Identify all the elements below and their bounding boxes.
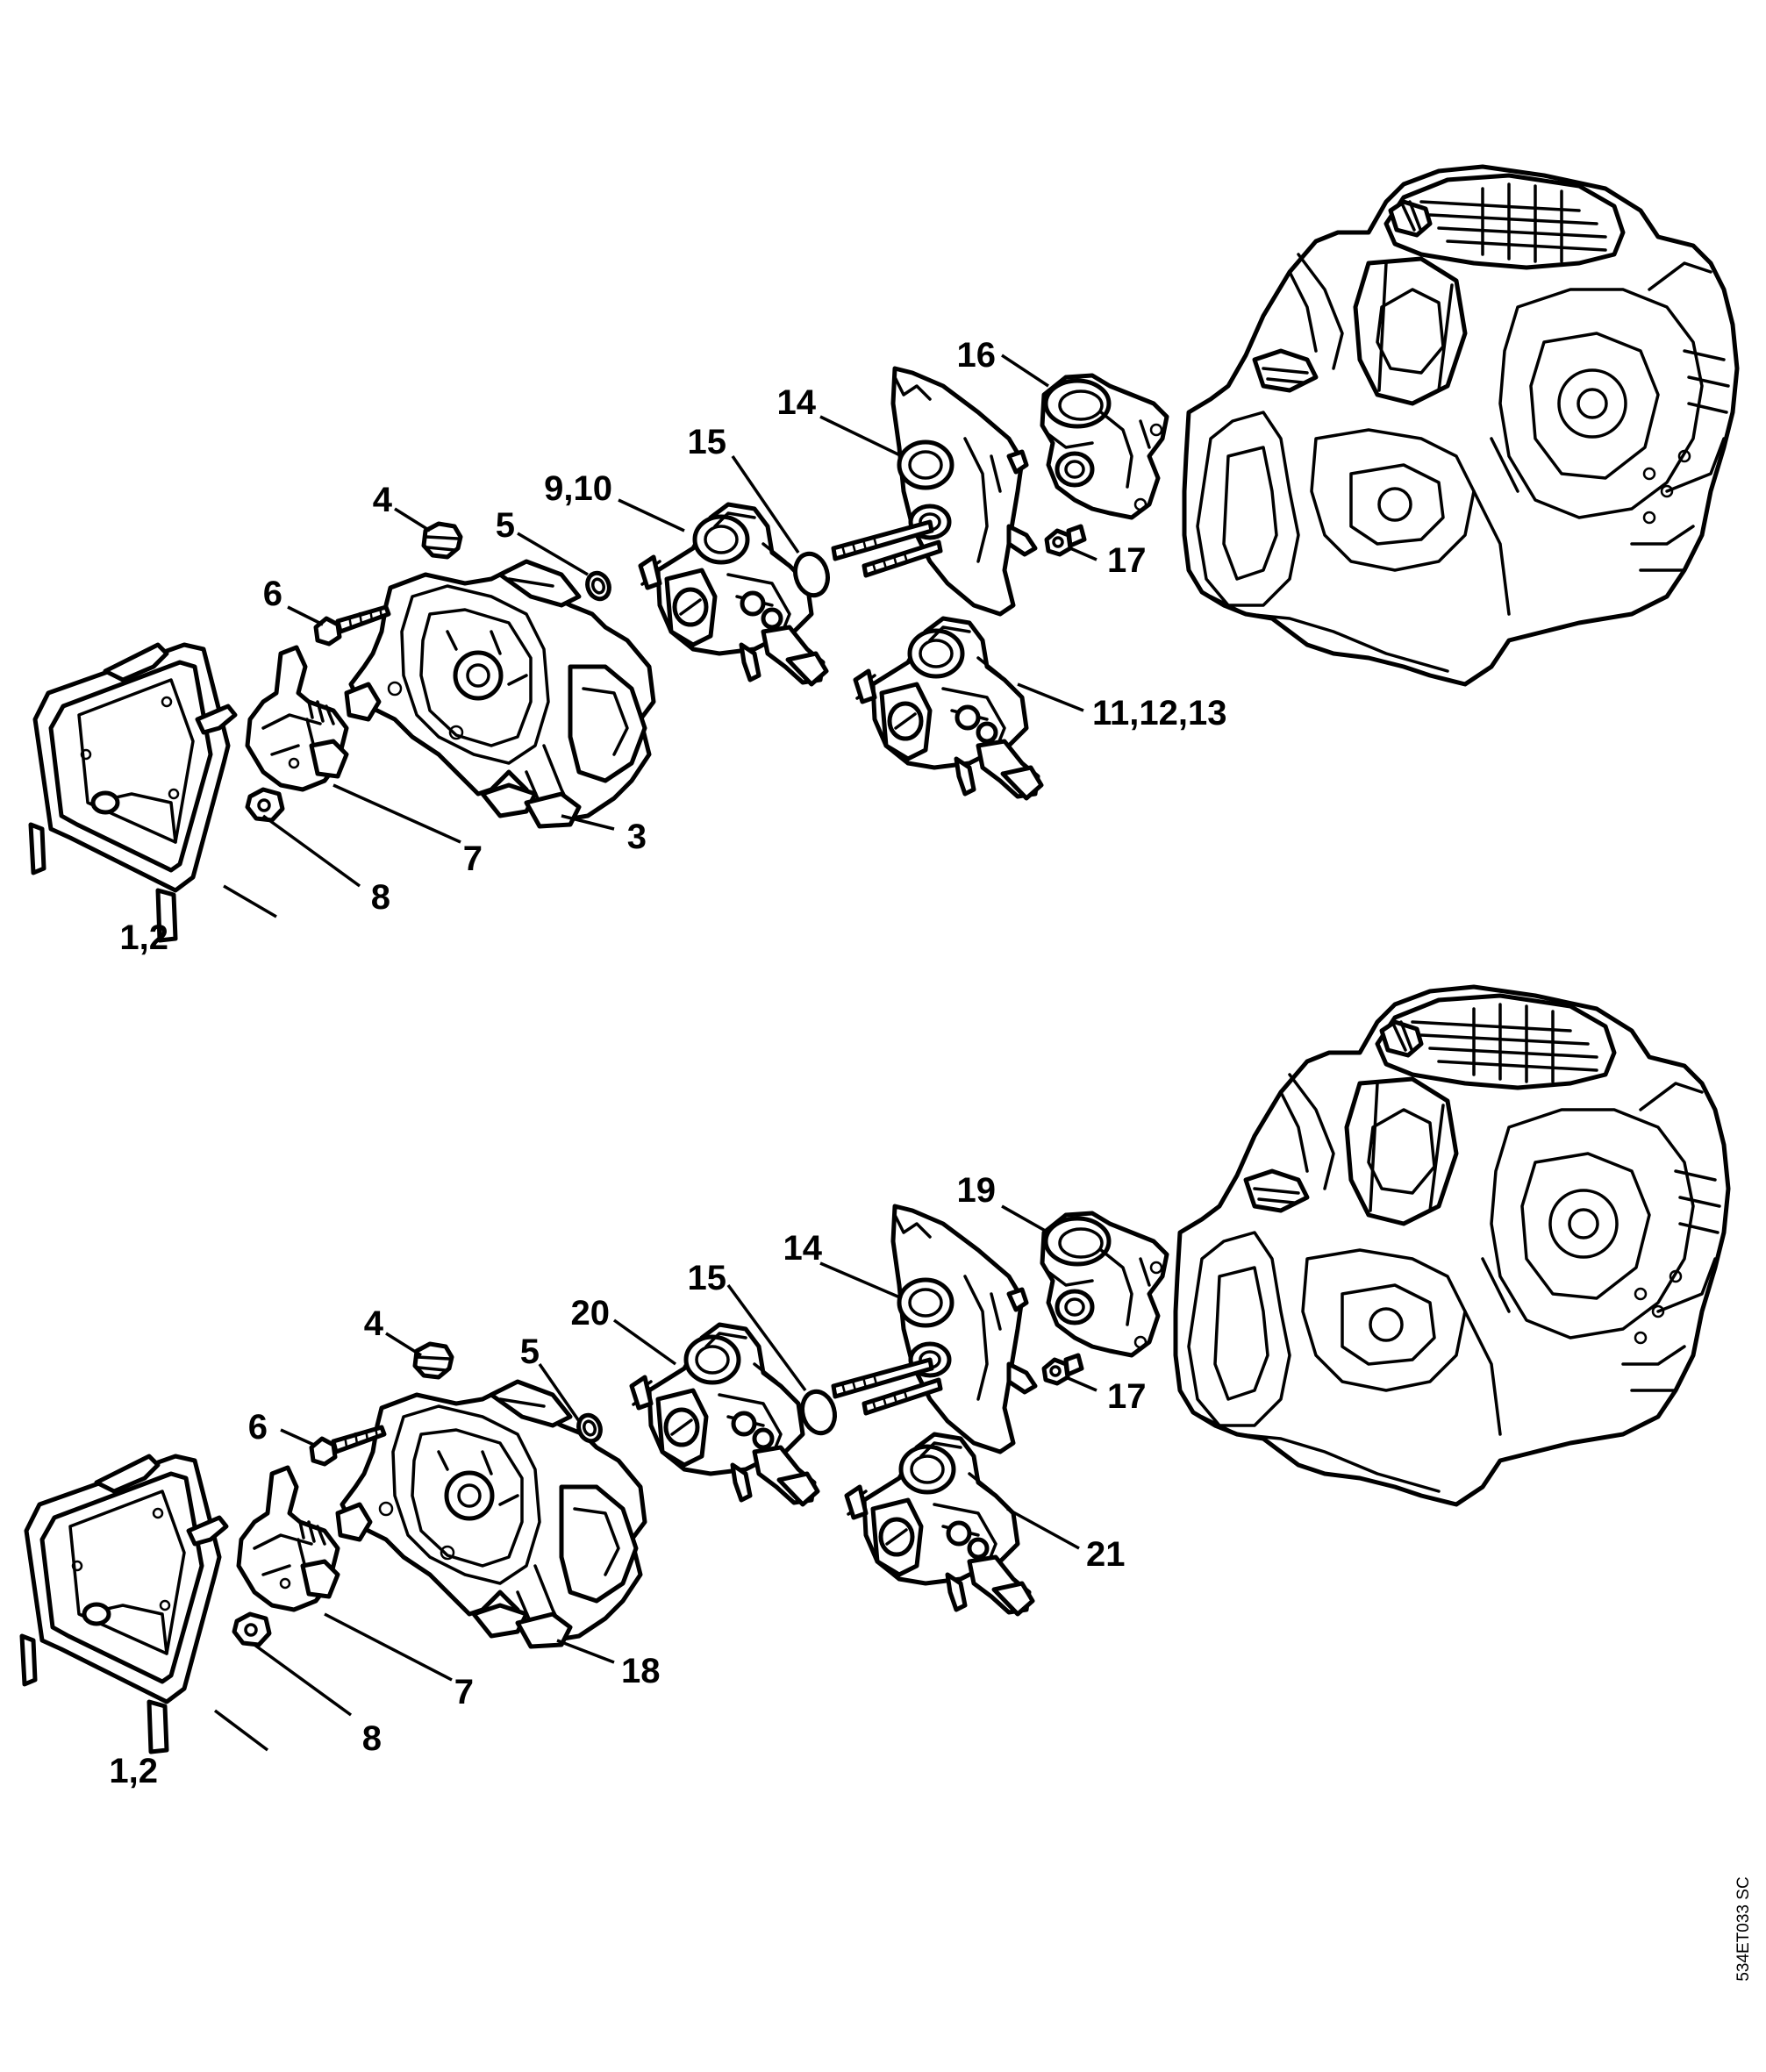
- flange: [833, 368, 1035, 614]
- baffle-lever: [239, 1468, 338, 1610]
- intake-manifold: [1042, 375, 1167, 518]
- carburetor-box: [347, 561, 654, 826]
- label-5: 5: [496, 506, 515, 545]
- label-21: 21: [1086, 1535, 1126, 1574]
- label-16: 16: [957, 336, 997, 375]
- flange: [833, 1206, 1035, 1452]
- label-17: 17: [1107, 1377, 1147, 1416]
- label-4: 4: [364, 1304, 384, 1343]
- engine-body: [1184, 167, 1737, 684]
- baffle-lever: [247, 647, 347, 790]
- drawing-id: 534ET033 SC: [1731, 1846, 1757, 2012]
- leader-lines: [213, 1204, 1097, 1752]
- label-4: 4: [373, 481, 393, 519]
- label-9-10: 9,10: [544, 469, 612, 508]
- carburetor-alt: [847, 1434, 1033, 1614]
- air-filter-cover: [22, 1456, 226, 1752]
- label-3: 3: [627, 818, 647, 856]
- label-14: 14: [777, 383, 817, 422]
- label-11-12-13: 11,12,13: [1092, 694, 1227, 732]
- label-17: 17: [1107, 541, 1147, 580]
- air-filter-cover: [31, 645, 235, 940]
- nut: [234, 1614, 269, 1645]
- label-18: 18: [621, 1652, 661, 1690]
- label-15: 15: [688, 1259, 727, 1297]
- label-8: 8: [371, 878, 390, 917]
- assembly-top: 1,2 3 4 5 6 7 8 9,10 11,12,13 14 15 16 1…: [31, 167, 1737, 957]
- label-6: 6: [248, 1408, 268, 1447]
- label-5: 5: [520, 1333, 540, 1371]
- label-14: 14: [783, 1229, 823, 1268]
- intake-manifold: [1042, 1213, 1167, 1355]
- label-15: 15: [688, 423, 727, 461]
- label-8: 8: [362, 1719, 382, 1758]
- grommet: [415, 1344, 452, 1377]
- label-20: 20: [571, 1294, 611, 1333]
- o-ring: [584, 570, 613, 602]
- label-7: 7: [463, 840, 483, 878]
- label-6: 6: [263, 575, 282, 613]
- bolt: [1047, 526, 1084, 554]
- label-1-2: 1,2: [119, 918, 168, 957]
- engine-body: [1176, 987, 1728, 1504]
- drawing-id-text: 534ET033 SC: [1734, 1876, 1753, 1982]
- bolt: [1044, 1355, 1082, 1383]
- label-1-2: 1,2: [109, 1752, 158, 1790]
- label-19: 19: [957, 1171, 997, 1210]
- carburetor-alt: [855, 618, 1041, 798]
- label-7: 7: [454, 1673, 474, 1711]
- carburetor: [640, 504, 826, 684]
- assembly-bottom: 1,2 18 4 5 6 7 8 20 21 14 15 19 17: [22, 987, 1728, 1790]
